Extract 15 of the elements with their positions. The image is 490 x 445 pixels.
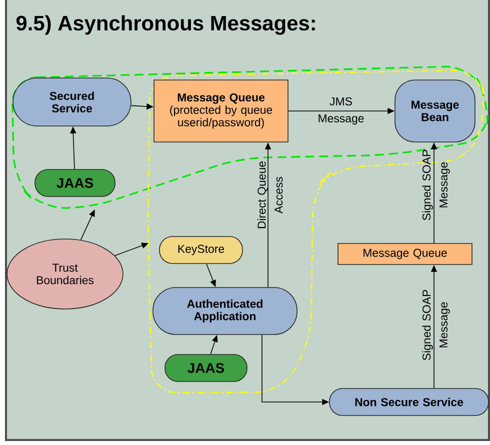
title: 9.5) Asynchronous Messages: (16, 15, 315, 35)
jaas-pill: JAAS (34, 169, 116, 197)
jaas-pill: JAAS (164, 354, 248, 382)
queue-box: Message Queue (protected by queue userid/password) (154, 80, 288, 142)
edge-label: Direct Queue Access (257, 161, 283, 228)
edge-label: JMS Message (318, 97, 364, 125)
edge-label: Signed SOAP Message (422, 290, 450, 360)
service-pill: Authenticated Application (152, 287, 298, 335)
queue-box: Message Queue (338, 243, 472, 265)
boundary-outline (148, 70, 484, 394)
bean-box: Message Bean (394, 80, 476, 142)
service-pill: Secured Service (12, 78, 132, 126)
keystore-pill: KeyStore (159, 236, 243, 264)
edge-label: Signed SOAP Message (422, 150, 450, 220)
service-pill: Non Secure Service (329, 388, 489, 416)
